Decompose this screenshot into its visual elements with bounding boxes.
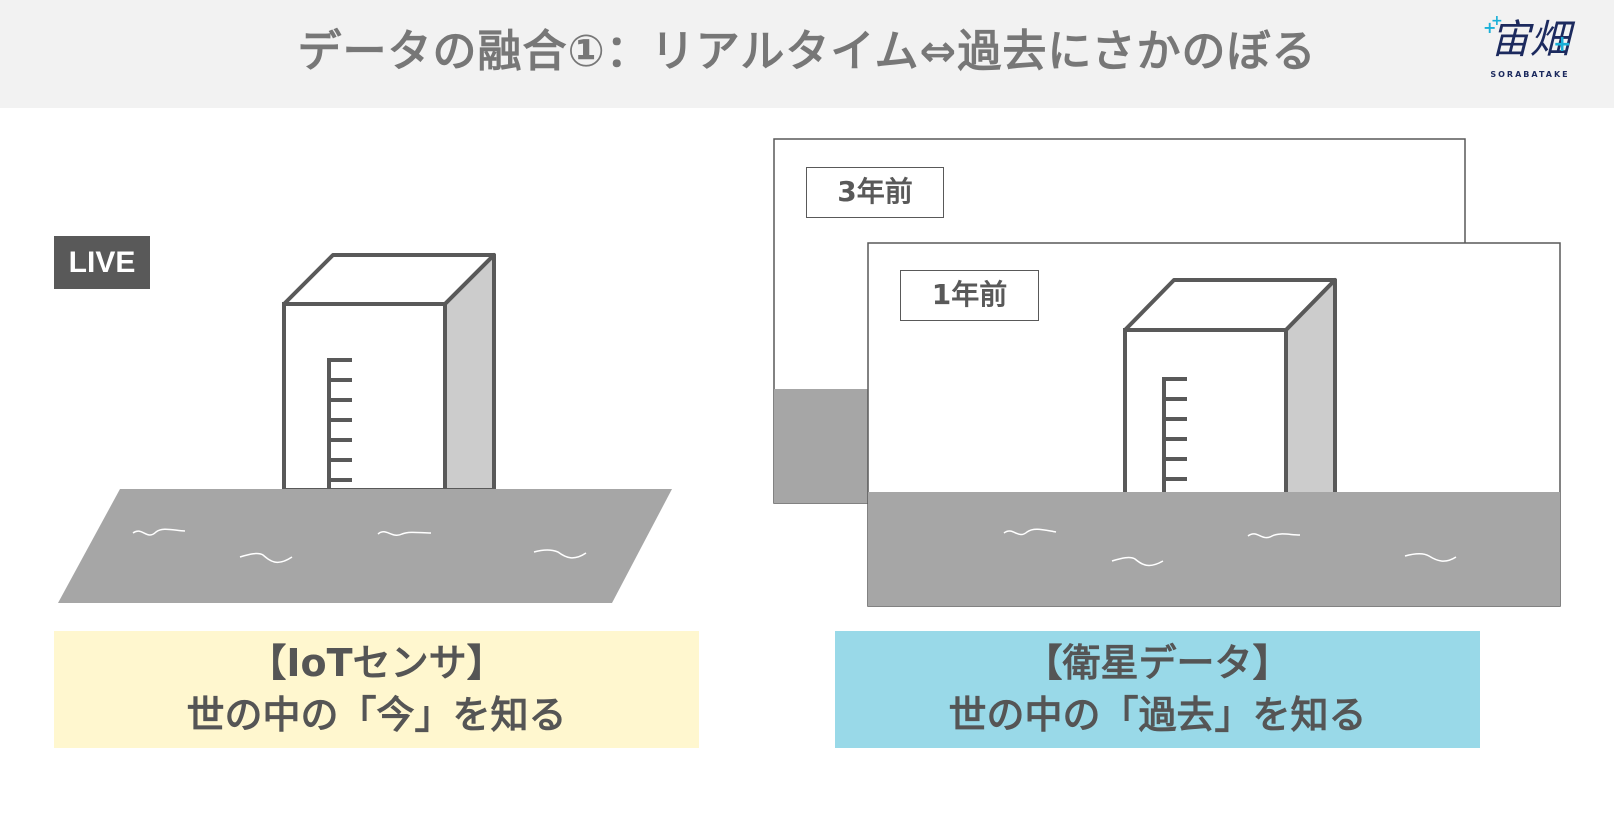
gauge-scale-right (1162, 377, 1187, 494)
satellite-caption-heading: 【衛星データ】 (1024, 641, 1291, 685)
iot-caption-heading: 【IoTセンサ】 (248, 641, 505, 685)
sensor-box-right (1123, 278, 1337, 496)
satellite-data-caption: 【衛星データ】 世の中の「過去」を知る (835, 631, 1480, 748)
logo-plus-icon: + (1553, 32, 1572, 57)
iot-sensor-scene (58, 253, 672, 603)
water-ripples-left (132, 528, 587, 564)
gauge-scale-left (327, 358, 352, 490)
water-surface-left (58, 489, 672, 603)
sorabatake-logo: 宙畑 + + + SORABATAKE (1475, 14, 1585, 86)
satellite-caption-text: 世の中の「過去」を知る (948, 693, 1367, 737)
header-bar (0, 0, 1614, 108)
sensor-box-front (1123, 328, 1288, 496)
logo-plus-icon: + (1491, 13, 1503, 29)
iot-sensor-caption: 【IoTセンサ】 世の中の「今」を知る (54, 631, 699, 748)
logo-plus-icon: + (1483, 18, 1497, 37)
iot-caption-text: 世の中の「今」を知る (186, 693, 567, 737)
page-title: データの融合①：リアルタイム⇔過去にさかのぼる (297, 26, 1317, 77)
sensor-box-left (282, 253, 496, 492)
sensor-box-front (282, 302, 447, 492)
label-3-years-ago: 3年前 (806, 167, 944, 218)
water-ripples-right (1003, 528, 1457, 567)
logo-wordmark: 宙畑 (1490, 17, 1570, 63)
water-surface-right (868, 492, 1560, 606)
live-badge: LIVE (54, 236, 150, 289)
logo-subtext: SORABATAKE (1490, 70, 1570, 79)
label-1-year-ago: 1年前 (900, 270, 1039, 321)
